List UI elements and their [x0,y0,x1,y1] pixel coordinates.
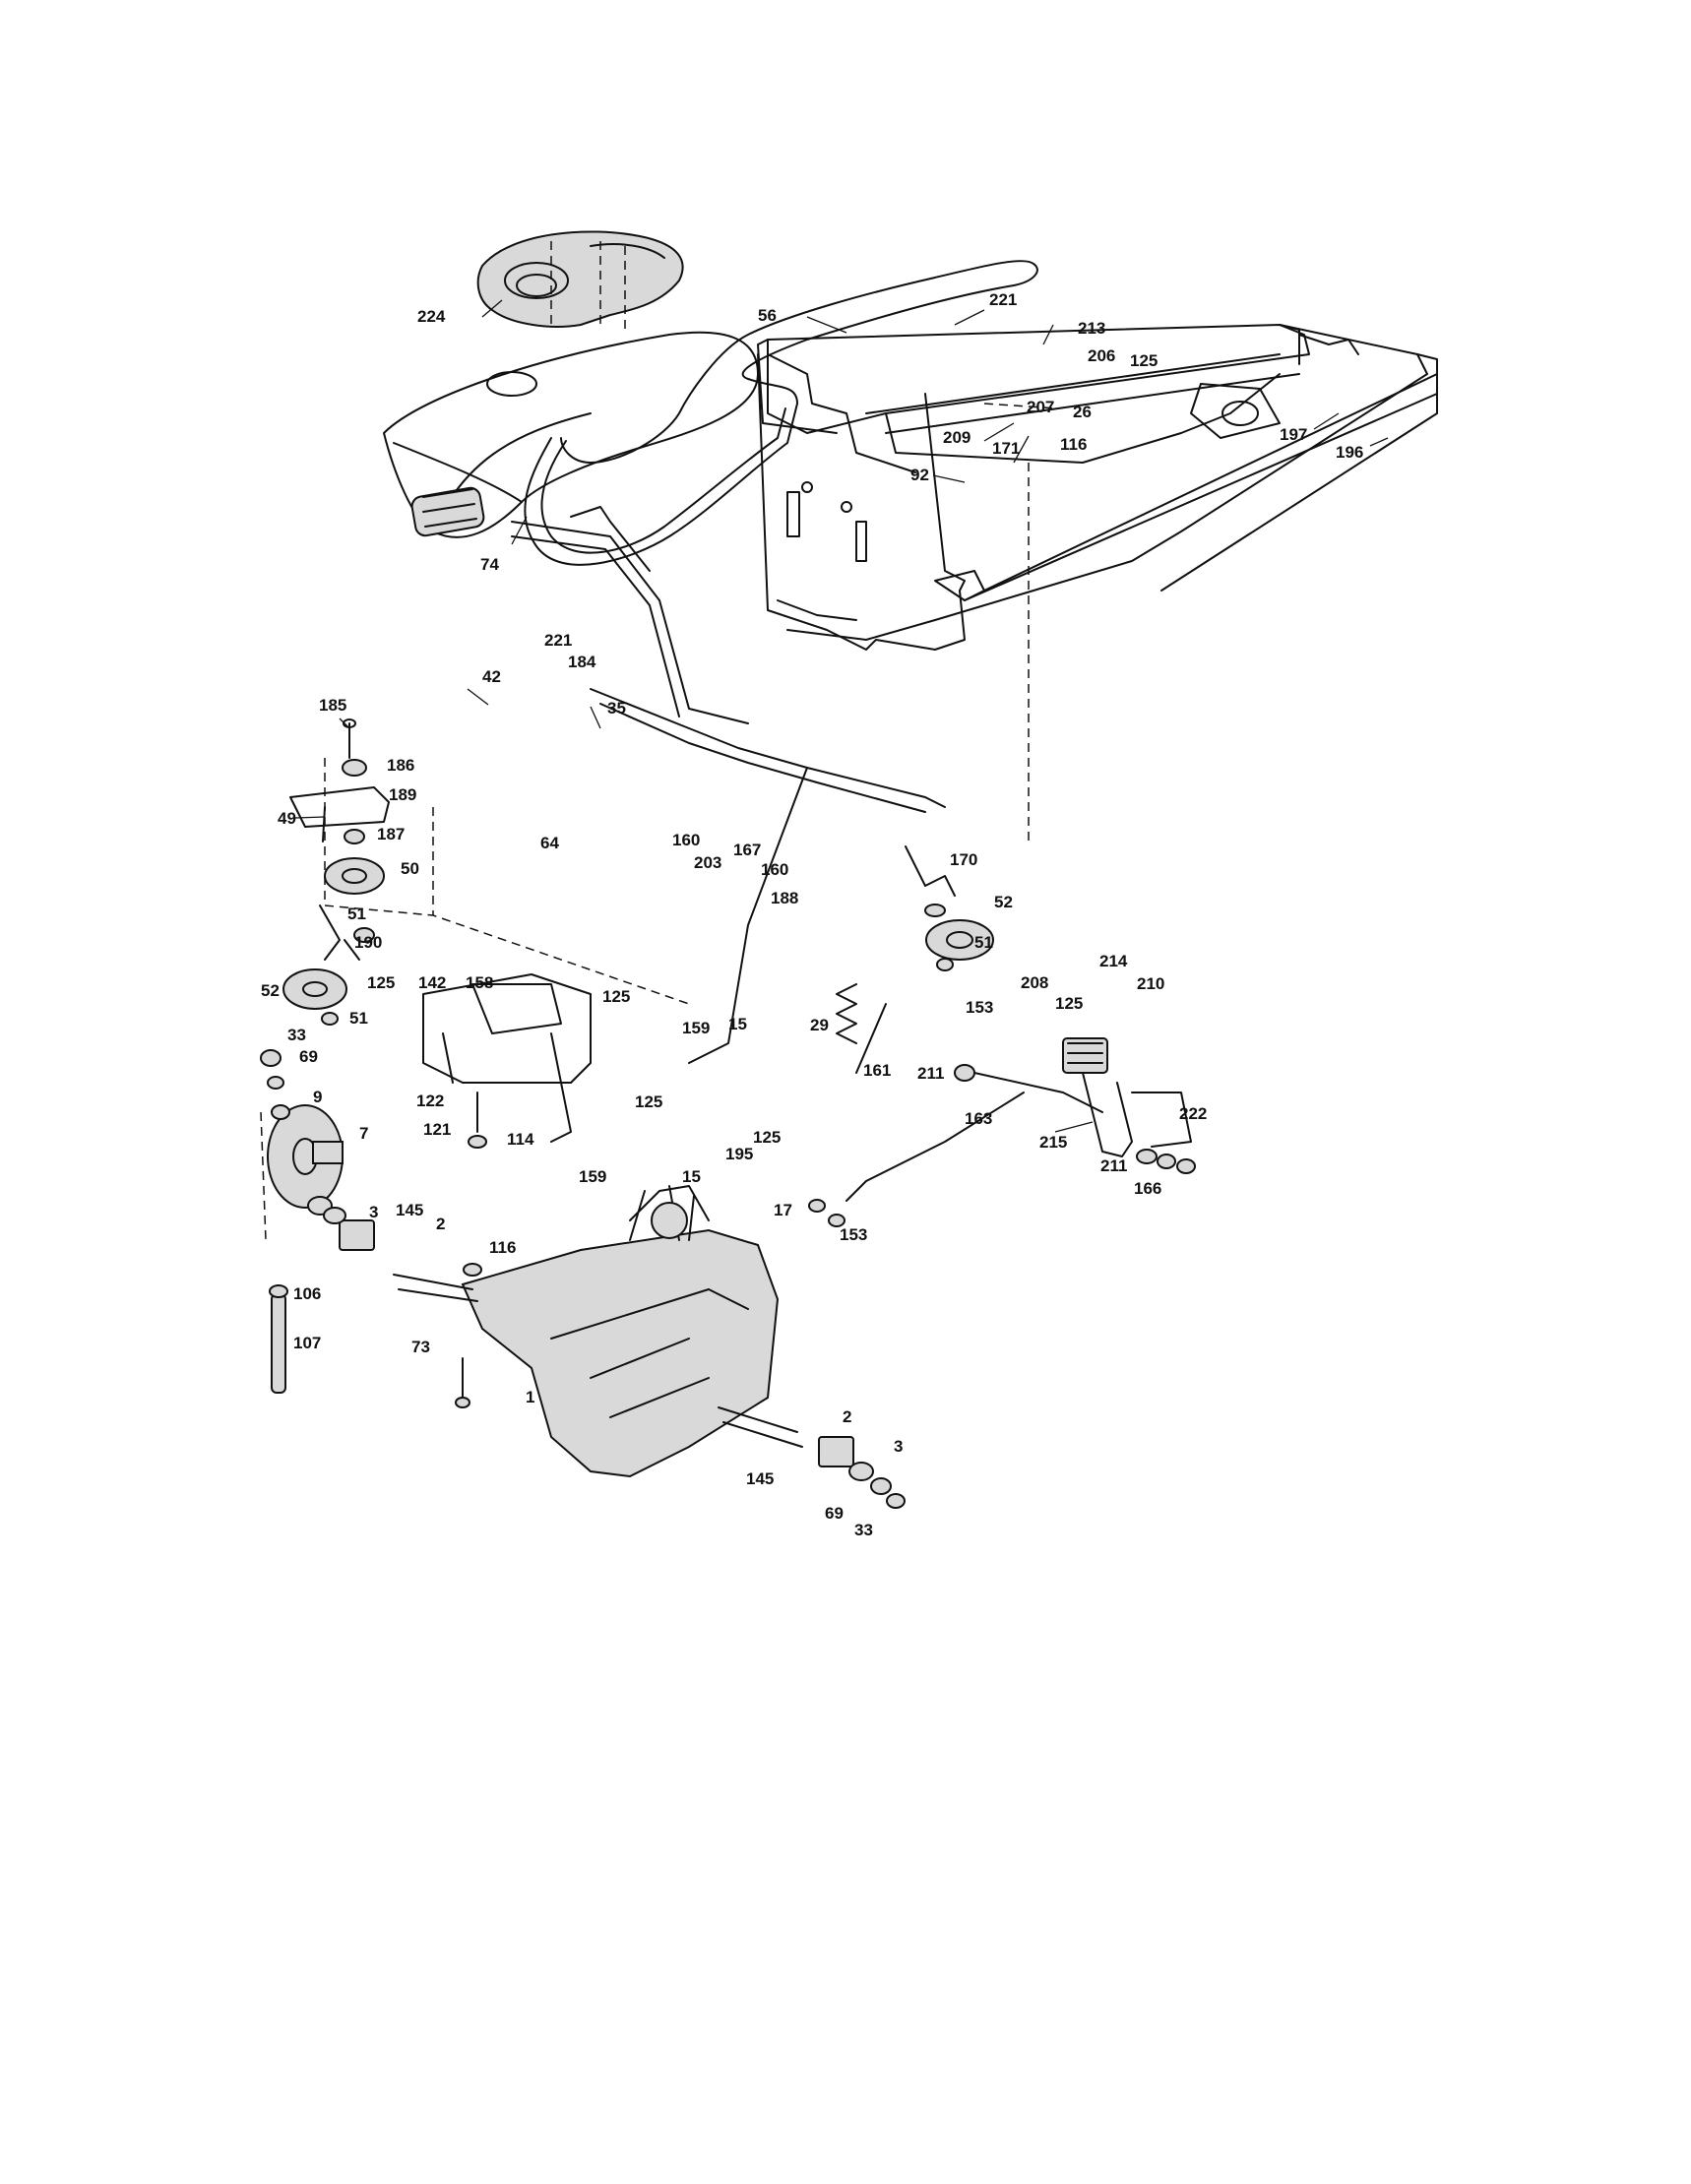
callout-195: 195 [725,1145,753,1163]
callout-184: 184 [568,653,596,671]
callout-221: 221 [544,631,572,650]
callout-3: 3 [894,1437,903,1456]
callout-209: 209 [943,428,971,447]
callout-203: 203 [694,853,721,872]
callout-51: 51 [974,933,993,952]
transaxle [307,1185,906,1509]
callout-222: 222 [1179,1104,1207,1123]
callout-187: 187 [377,825,405,843]
callout-160: 160 [761,860,788,879]
mount-bracket [422,973,592,1149]
linkage-rods [688,767,1025,1227]
callout-221: 221 [989,290,1017,309]
callout-92: 92 [910,466,929,484]
callout-161: 161 [863,1061,891,1080]
callout-186: 186 [387,756,414,775]
callout-153: 153 [840,1225,867,1244]
callout-50: 50 [401,859,419,878]
callout-185: 185 [319,696,346,715]
callout-114: 114 [507,1130,534,1149]
seat-pan [476,230,684,328]
callout-188: 188 [771,889,798,907]
callout-153: 153 [966,998,993,1017]
callout-125: 125 [602,987,630,1006]
callout-190: 190 [354,933,382,952]
callout-56: 56 [758,306,777,325]
callout-69: 69 [825,1504,844,1523]
callout-145: 145 [396,1201,423,1219]
callout-51: 51 [347,905,366,923]
callout-196: 196 [1336,443,1363,462]
callout-125: 125 [1055,994,1083,1013]
callout-208: 208 [1021,973,1048,992]
idler-bracket [282,718,390,1026]
callout-159: 159 [682,1019,710,1037]
callout-163: 163 [965,1109,992,1128]
callout-52: 52 [261,981,280,1000]
callout-158: 158 [466,973,493,992]
callout-207: 207 [1027,398,1054,416]
callout-210: 210 [1137,974,1164,993]
callout-labels: 224 56 221 213 206 125 209 207 26 92 116… [261,290,1363,1539]
callout-170: 170 [950,850,977,869]
callout-116: 116 [1060,435,1087,454]
callout-26: 26 [1073,403,1092,421]
callout-35: 35 [607,699,626,718]
callout-214: 214 [1099,952,1128,970]
callout-166: 166 [1134,1179,1161,1198]
callout-211: 211 [1100,1156,1127,1175]
callout-1: 1 [526,1388,534,1406]
pedal-shaft [410,486,946,813]
callout-33: 33 [854,1521,873,1539]
callout-125: 125 [753,1128,781,1147]
callout-9: 9 [313,1088,322,1106]
pivot-shaft [269,1284,288,1394]
callout-7: 7 [359,1124,368,1143]
callout-106: 106 [293,1284,321,1303]
callout-122: 122 [416,1092,444,1110]
callout-125: 125 [1130,351,1158,370]
callout-74: 74 [480,555,499,574]
main-frame [757,324,1438,651]
right-idler-pulley [905,845,994,971]
callout-2: 2 [843,1407,851,1426]
callout-42: 42 [482,667,501,686]
callout-51: 51 [349,1009,368,1028]
callout-224: 224 [417,307,446,326]
wheel-hub [260,1049,344,1209]
callout-15: 15 [728,1015,747,1033]
callout-125: 125 [635,1092,662,1111]
callout-52: 52 [994,893,1013,911]
callout-142: 142 [418,973,446,992]
callout-206: 206 [1088,346,1115,365]
callout-107: 107 [293,1334,321,1352]
callout-2: 2 [436,1215,445,1233]
callout-171: 171 [992,439,1020,458]
alignment-lines [260,241,1059,1241]
callout-15: 15 [682,1167,701,1186]
callout-160: 160 [672,831,700,849]
callout-197: 197 [1280,425,1307,444]
callout-145: 145 [746,1469,774,1488]
callout-215: 215 [1039,1133,1067,1152]
callout-167: 167 [733,841,761,859]
callout-33: 33 [287,1026,306,1044]
callout-49: 49 [278,809,296,828]
callout-121: 121 [423,1120,451,1139]
callout-17: 17 [774,1201,792,1219]
callout-211: 211 [917,1064,944,1083]
callout-69: 69 [299,1047,318,1066]
leader-lines [294,299,1389,1133]
callout-73: 73 [411,1338,430,1356]
callout-213: 213 [1078,319,1105,338]
callout-3: 3 [369,1203,378,1221]
callout-125: 125 [367,973,395,992]
callout-29: 29 [810,1016,829,1034]
callout-189: 189 [389,785,416,804]
callout-159: 159 [579,1167,606,1186]
brake-pedal [954,1037,1196,1174]
callout-116: 116 [489,1238,516,1257]
callout-64: 64 [540,834,559,852]
